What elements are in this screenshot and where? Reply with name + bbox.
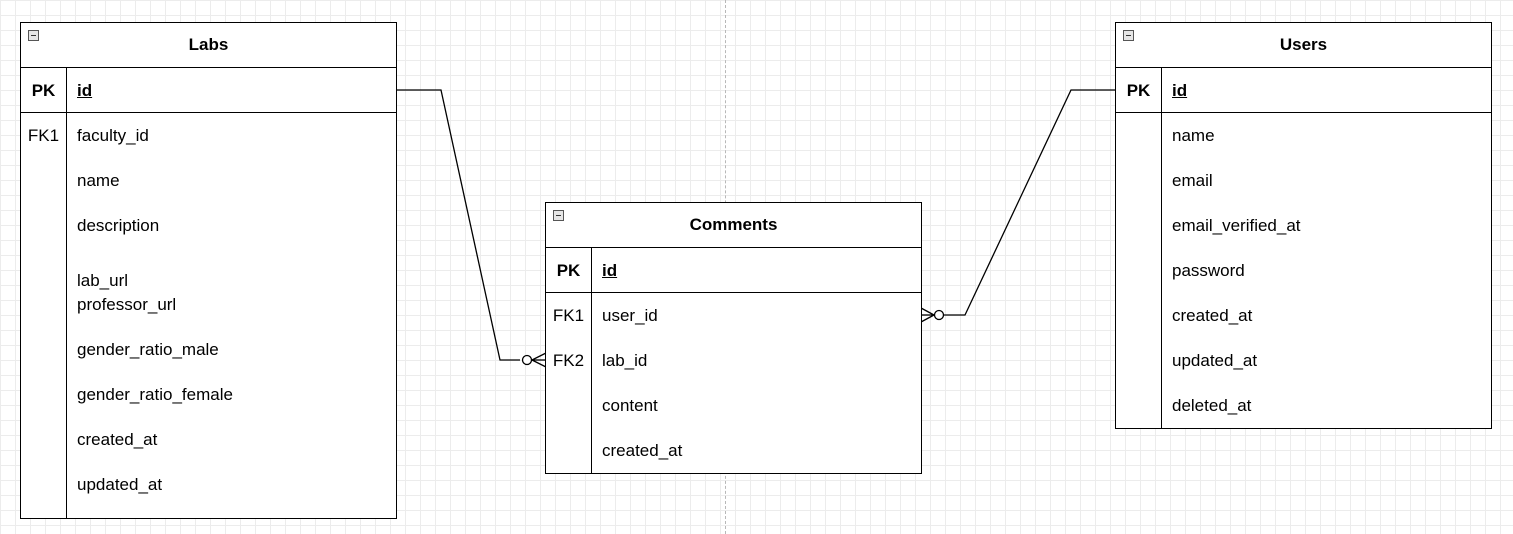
fk-label bbox=[1116, 158, 1161, 203]
fk-label bbox=[21, 462, 66, 507]
entity-header[interactable]: Labs bbox=[21, 23, 396, 68]
attribute-row[interactable]: name bbox=[1116, 113, 1491, 158]
attribute-row[interactable]: gender_ratio_male bbox=[21, 327, 396, 372]
attribute-row[interactable]: FK1 user_id bbox=[546, 293, 921, 338]
attribute-name[interactable]: gender_ratio_male bbox=[77, 340, 219, 359]
entity-header[interactable]: Comments bbox=[546, 203, 921, 248]
attribute-row[interactable]: FK2 lab_id bbox=[546, 338, 921, 383]
pk-field-name[interactable]: id bbox=[77, 81, 93, 100]
attribute-row[interactable]: updated_at bbox=[1116, 338, 1491, 383]
attribute-name[interactable]: description bbox=[77, 216, 160, 235]
fk-label: FK1 bbox=[27, 126, 60, 145]
users-comments-line bbox=[944, 89, 1116, 316]
entity-title: Users bbox=[1279, 35, 1328, 54]
attributes-section: name email email_verified_at password cr… bbox=[1116, 113, 1491, 428]
pk-label: PK bbox=[1126, 81, 1151, 100]
comments-entity[interactable]: Comments PK id FK1 user_id FK2 lab_id co… bbox=[545, 202, 922, 474]
fk-label: FK2 bbox=[552, 351, 585, 370]
attribute-name[interactable]: created_at bbox=[1172, 306, 1253, 325]
fk-label bbox=[21, 417, 66, 462]
attribute-row[interactable]: gender_ratio_female bbox=[21, 372, 396, 417]
fk-label bbox=[21, 203, 66, 248]
fk-label bbox=[21, 372, 66, 417]
fk-label bbox=[1116, 293, 1161, 338]
pk-field-name[interactable]: id bbox=[602, 261, 618, 280]
attribute-row[interactable]: password bbox=[1116, 248, 1491, 293]
attribute-name[interactable]: name bbox=[1172, 126, 1215, 145]
collapse-icon[interactable] bbox=[1123, 30, 1134, 41]
labs-comments-relationship[interactable] bbox=[397, 89, 547, 368]
attribute-row[interactable]: updated_at bbox=[21, 462, 396, 507]
key-column-divider bbox=[1116, 68, 1162, 112]
attribute-name[interactable]: created_at bbox=[602, 441, 683, 460]
attribute-name[interactable]: email_verified_at bbox=[1172, 216, 1301, 235]
attribute-name[interactable]: lab_id bbox=[602, 351, 648, 370]
fk-label bbox=[21, 327, 66, 372]
pk-label: PK bbox=[31, 81, 56, 100]
entity-title: Labs bbox=[188, 35, 229, 54]
labs-comments-line bbox=[397, 89, 520, 361]
attribute-row[interactable]: content bbox=[546, 383, 921, 428]
attribute-row[interactable]: email bbox=[1116, 158, 1491, 203]
attribute-row[interactable]: FK1 faculty_id bbox=[21, 113, 396, 158]
attribute-row[interactable]: created_at bbox=[546, 428, 921, 473]
attribute-row[interactable]: professor_url bbox=[21, 293, 396, 327]
attribute-name[interactable]: user_id bbox=[602, 306, 658, 325]
attributes-section: FK1 user_id FK2 lab_id content created_a… bbox=[546, 293, 921, 473]
attribute-name[interactable]: content bbox=[602, 396, 658, 415]
many-cardinality-marker bbox=[920, 314, 935, 323]
key-column-divider bbox=[21, 113, 67, 518]
pk-field-name[interactable]: id bbox=[1172, 81, 1188, 100]
attribute-name[interactable]: created_at bbox=[77, 430, 158, 449]
attribute-name[interactable]: professor_url bbox=[77, 295, 177, 314]
users-comments-relationship[interactable] bbox=[920, 89, 1116, 323]
key-column-divider bbox=[21, 68, 67, 112]
fk-label bbox=[1116, 383, 1161, 428]
key-column-divider bbox=[546, 293, 592, 473]
pk-label: PK bbox=[556, 261, 581, 280]
primary-key-section: PK id bbox=[546, 248, 921, 293]
attribute-row[interactable]: created_at bbox=[1116, 293, 1491, 338]
key-column-divider bbox=[1116, 113, 1162, 428]
attribute-name[interactable]: updated_at bbox=[77, 475, 163, 494]
attribute-row[interactable]: name bbox=[21, 158, 396, 203]
primary-key-section: PK id bbox=[21, 68, 396, 113]
fk-label bbox=[1116, 203, 1161, 248]
fk-label: FK1 bbox=[552, 306, 585, 325]
fk-label bbox=[1116, 248, 1161, 293]
collapse-icon[interactable] bbox=[28, 30, 39, 41]
attribute-name[interactable]: email bbox=[1172, 171, 1213, 190]
attribute-row[interactable]: created_at bbox=[21, 417, 396, 462]
fk-label bbox=[21, 158, 66, 203]
attribute-name[interactable]: name bbox=[77, 171, 120, 190]
primary-key-section: PK id bbox=[1116, 68, 1491, 113]
attribute-name[interactable]: password bbox=[1172, 261, 1245, 280]
attribute-row[interactable]: deleted_at bbox=[1116, 383, 1491, 428]
users-entity[interactable]: Users PK id name email email_verified_at… bbox=[1115, 22, 1492, 429]
entity-title: Comments bbox=[689, 215, 778, 234]
attribute-name[interactable]: faculty_id bbox=[77, 126, 149, 145]
collapse-icon[interactable] bbox=[553, 210, 564, 221]
attribute-name[interactable]: deleted_at bbox=[1172, 396, 1252, 415]
labs-entity[interactable]: Labs PK id FK1 faculty_id name descripti… bbox=[20, 22, 397, 519]
attribute-row[interactable]: description bbox=[21, 203, 396, 248]
fk-label bbox=[1116, 338, 1161, 383]
many-cardinality-marker bbox=[920, 307, 935, 316]
fk-label bbox=[546, 383, 591, 428]
entity-header[interactable]: Users bbox=[1116, 23, 1491, 68]
attribute-row[interactable]: email_verified_at bbox=[1116, 203, 1491, 248]
many-cardinality-marker bbox=[531, 359, 547, 368]
fk-label bbox=[546, 428, 591, 473]
attribute-row[interactable]: lab_url bbox=[21, 258, 396, 303]
zero-cardinality-marker bbox=[933, 309, 945, 321]
attribute-name[interactable]: gender_ratio_female bbox=[77, 385, 233, 404]
key-column-divider bbox=[546, 248, 592, 292]
attribute-name[interactable]: lab_url bbox=[77, 271, 129, 290]
attribute-name[interactable]: updated_at bbox=[1172, 351, 1258, 370]
attributes-section: FK1 faculty_id name description lab_url … bbox=[21, 113, 396, 518]
many-cardinality-marker bbox=[531, 352, 547, 361]
zero-cardinality-marker bbox=[521, 354, 533, 366]
fk-label bbox=[1116, 113, 1161, 158]
